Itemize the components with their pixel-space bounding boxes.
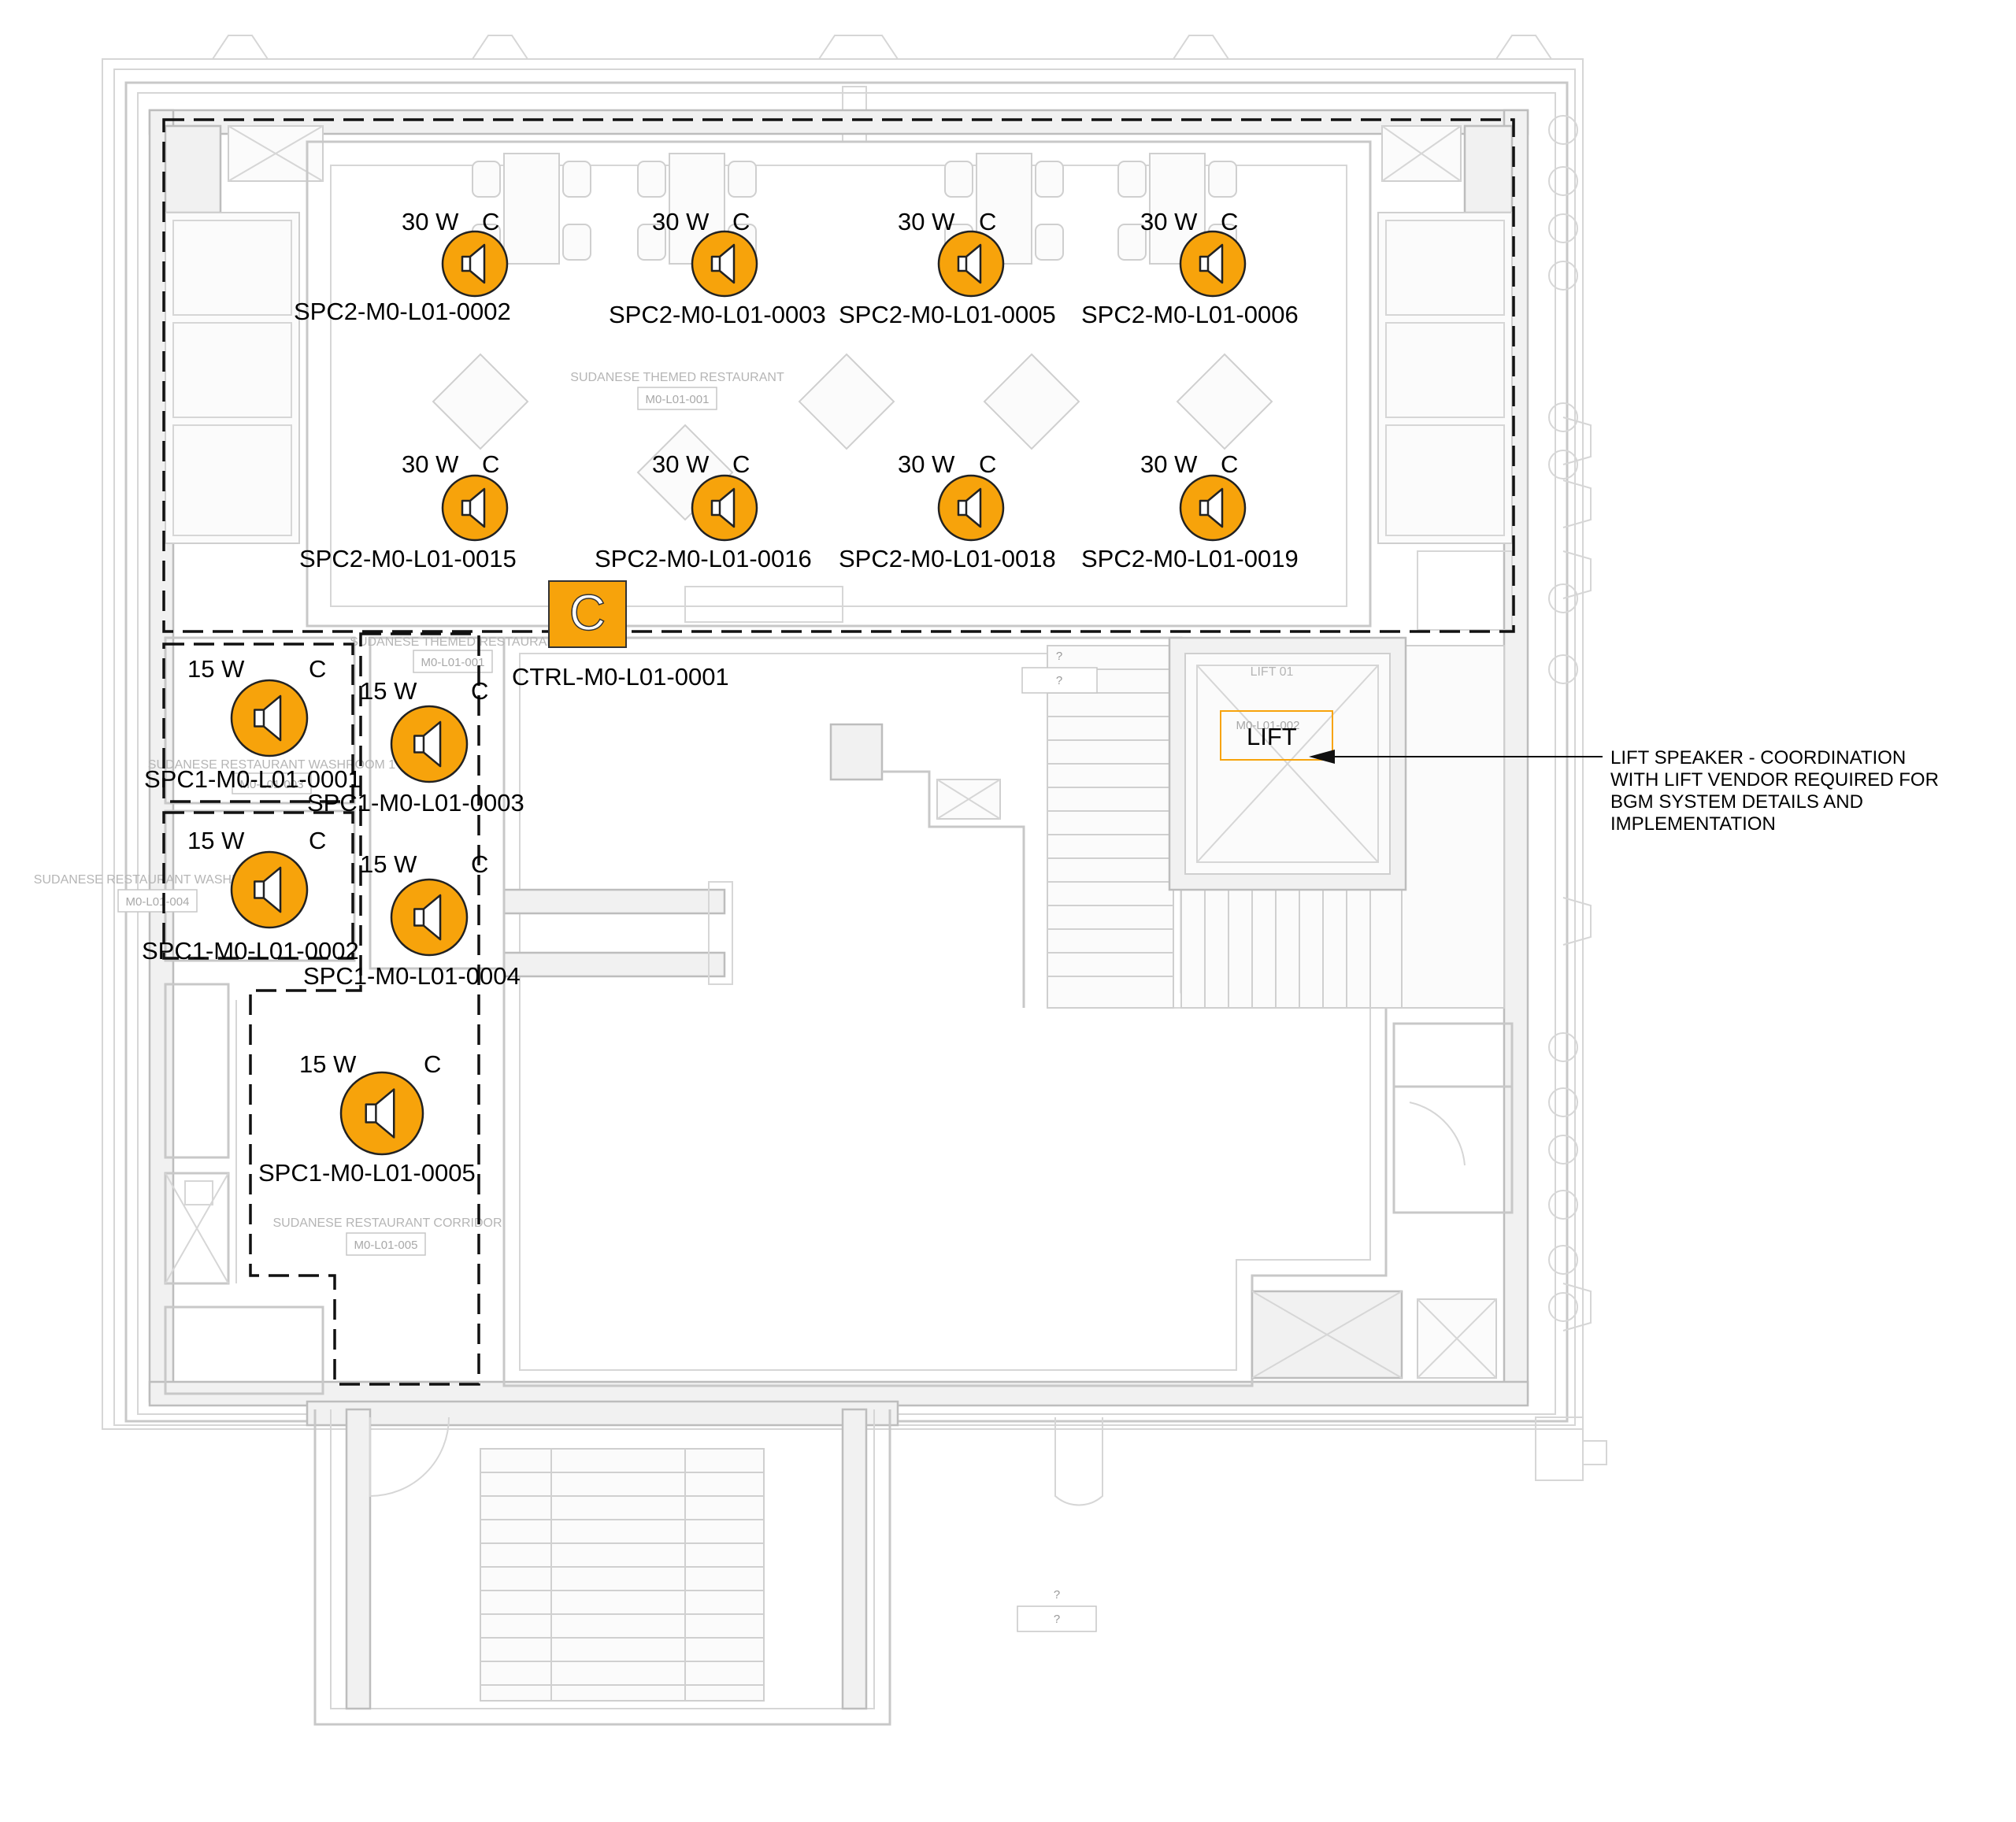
room-id-corridor: M0-L01-005 — [354, 1239, 418, 1252]
speaker-id-label: SPC1-M0-L01-0002 — [142, 937, 359, 965]
speaker-id-label: SPC1-M0-L01-0001 — [144, 765, 361, 793]
lift-note-line-1: LIFT SPEAKER - COORDINATION — [1610, 747, 1906, 768]
speaker-id-label: SPC2-M0-L01-0016 — [595, 545, 812, 572]
speaker-id-label: SPC1-M0-L01-0003 — [307, 789, 524, 817]
controller-symbol: C — [569, 584, 606, 641]
zone-corridor — [249, 632, 480, 1386]
speaker-circuit: C — [732, 450, 750, 478]
room-id-unknown-2: ? — [1054, 1613, 1060, 1626]
speaker-wattage: 30 W — [898, 450, 955, 478]
room-name-washroom-1: SUDANESE RESTAURANT WASHROOM 1 — [148, 758, 396, 772]
speaker-wattage: 30 W — [652, 450, 710, 478]
speaker[interactable]: 30 W C SPC2-M0-L01-0006 — [1081, 208, 1299, 328]
lift-note-line-3: BGM SYSTEM DETAILS AND — [1610, 791, 1863, 813]
speaker-icon — [1199, 243, 1224, 284]
speaker-icon — [413, 894, 442, 941]
speaker-circuit: C — [482, 208, 499, 235]
speaker-icon — [254, 694, 282, 742]
lift-note-line-4: IMPLEMENTATION — [1610, 813, 1776, 835]
speaker-circuit: C — [471, 850, 488, 878]
speaker[interactable]: 15 W C SPC1-M0-L01-0002 — [142, 827, 359, 965]
speaker-zones — [162, 118, 1515, 1386]
controller-box[interactable]: C CTRL-M0-L01-0001 — [512, 580, 729, 691]
speaker-icon — [461, 487, 486, 528]
speaker[interactable]: 30 W C SPC2-M0-L01-0018 — [839, 450, 1056, 572]
room-id-washroom-1: M0-L01-003 — [240, 778, 304, 791]
speaker-layer: 30 W C SPC2-M0-L01-0002 30 W C SPC2-M0-L01-00… — [142, 208, 1299, 1187]
room-id-lift: M0-L01-002 — [1236, 719, 1300, 732]
building-walls — [102, 35, 1607, 1726]
speaker[interactable]: 15 W C SPC1-M0-L01-0004 — [303, 850, 521, 990]
controller-id-label: CTRL-M0-L01-0001 — [512, 663, 729, 691]
zone-washroom-2 — [162, 811, 354, 960]
speaker-id-label: SPC1-M0-L01-0005 — [258, 1159, 476, 1187]
zone-restaurant — [162, 118, 1515, 633]
speaker[interactable]: 30 W C SPC2-M0-L01-0005 — [839, 208, 1056, 328]
speaker-circuit: C — [979, 450, 996, 478]
speaker-wattage: 30 W — [402, 450, 459, 478]
room-name-unknown-1: ? — [1056, 650, 1062, 663]
room-id-unknown-1: ? — [1056, 674, 1062, 687]
speaker-id-label: SPC2-M0-L01-0005 — [839, 301, 1056, 328]
speaker[interactable]: 15 W C SPC1-M0-L01-0005 — [258, 1050, 476, 1187]
speaker-wattage: 30 W — [1140, 208, 1198, 235]
speaker-wattage: 15 W — [360, 677, 417, 705]
speaker-circuit: C — [309, 827, 326, 854]
speaker[interactable]: 30 W C SPC2-M0-L01-0002 — [294, 208, 511, 325]
lift-speaker-callout: LIFT LIFT SPEAKER - COORDINATION WITH LI… — [1220, 710, 1939, 835]
speaker-id-label: SPC2-M0-L01-0003 — [609, 301, 826, 328]
speaker-circuit: C — [309, 655, 326, 683]
speaker-id-label: SPC2-M0-L01-0018 — [839, 545, 1056, 572]
speaker[interactable]: 30 W C SPC2-M0-L01-0016 — [595, 450, 812, 572]
speaker-id-label: SPC1-M0-L01-0004 — [303, 962, 521, 990]
speaker[interactable]: 15 W C SPC1-M0-L01-0003 — [307, 677, 524, 817]
speaker[interactable]: 15 W C SPC1-M0-L01-0001 — [144, 655, 361, 793]
speaker-circuit: C — [732, 208, 750, 235]
speaker-icon — [1199, 487, 1224, 528]
speaker-icon — [365, 1088, 395, 1139]
speaker-icon — [254, 866, 282, 913]
speaker-wattage: 30 W — [652, 208, 710, 235]
speaker-circuit: C — [1221, 450, 1238, 478]
room-id-restaurant-overlap: M0-L01-001 — [421, 656, 485, 669]
room-name-washroom-2: SUDANESE RESTAURANT WASHROOM 2 — [34, 873, 282, 887]
speaker-wattage: 15 W — [360, 850, 417, 878]
speaker-icon — [957, 487, 982, 528]
zone-washroom-1 — [162, 643, 354, 803]
speaker-circuit: C — [1221, 208, 1238, 235]
speaker-circuit: C — [471, 677, 488, 705]
speaker-circuit: C — [424, 1050, 441, 1078]
speaker[interactable]: 30 W C SPC2-M0-L01-0019 — [1081, 450, 1299, 572]
room-id-washroom-2: M0-L01-004 — [126, 895, 190, 909]
speaker-icon — [710, 243, 736, 284]
speaker-icon — [710, 487, 736, 528]
speaker[interactable]: 30 W C SPC2-M0-L01-0015 — [299, 450, 517, 572]
speaker-wattage: 30 W — [402, 208, 459, 235]
room-name-unknown-2: ? — [1054, 1588, 1060, 1602]
speaker-id-label: SPC2-M0-L01-0002 — [294, 298, 511, 325]
room-name-corridor: SUDANESE RESTAURANT CORRIDOR — [273, 1217, 502, 1230]
speaker-wattage: 15 W — [299, 1050, 357, 1078]
speaker-icon — [957, 243, 982, 284]
speaker-wattage: 15 W — [187, 655, 245, 683]
room-name-restaurant-overlap: SUDANESE THEMED RESTAURANT — [350, 635, 564, 649]
speaker-wattage: 15 W — [187, 827, 245, 854]
room-name-lift: LIFT 01 — [1251, 665, 1294, 679]
room-id-restaurant: M0-L01-001 — [646, 393, 710, 406]
lift-note-line-2: WITH LIFT VENDOR REQUIRED FOR — [1610, 769, 1939, 791]
lift-tag: LIFT — [1247, 723, 1297, 750]
speaker-circuit: C — [979, 208, 996, 235]
room-name-restaurant: SUDANESE THEMED RESTAURANT — [570, 371, 784, 384]
speaker-wattage: 30 W — [898, 208, 955, 235]
room-labels: SUDANESE THEMED RESTAURANT M0-L01-001 SU… — [34, 371, 1300, 1632]
speaker-icon — [413, 720, 442, 768]
speaker-wattage: 30 W — [1140, 450, 1198, 478]
speaker-icon — [461, 243, 486, 284]
speaker-id-label: SPC2-M0-L01-0019 — [1081, 545, 1299, 572]
speaker-id-label: SPC2-M0-L01-0015 — [299, 545, 517, 572]
speaker-circuit: C — [482, 450, 499, 478]
speaker[interactable]: 30 W C SPC2-M0-L01-0003 — [609, 208, 826, 328]
speaker-id-label: SPC2-M0-L01-0006 — [1081, 301, 1299, 328]
